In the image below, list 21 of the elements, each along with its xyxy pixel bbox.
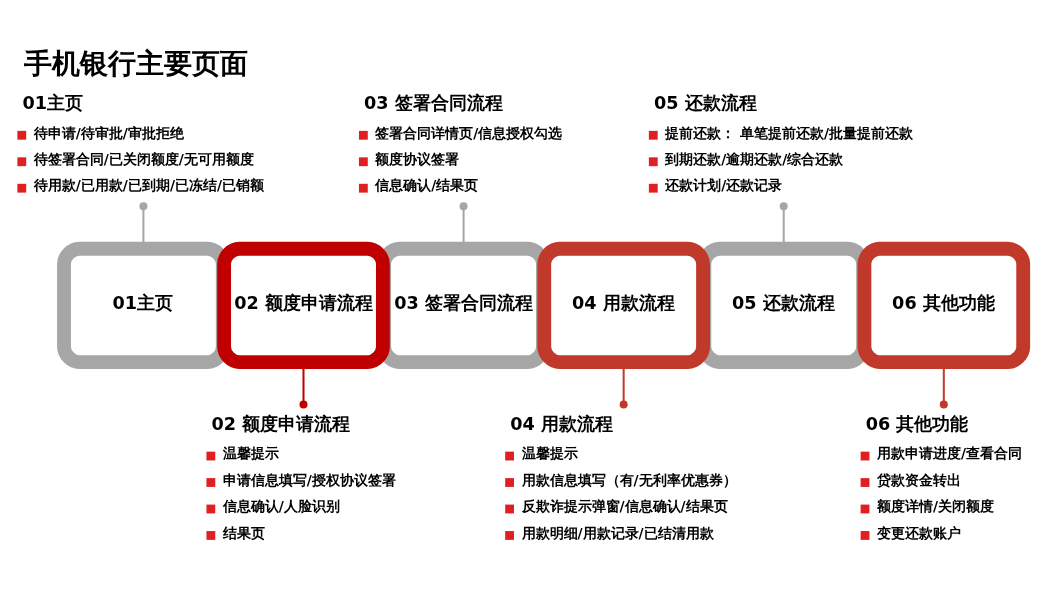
node-box: 06 其他功能 — [857, 241, 1031, 370]
node-label: 信息确认/结果页 — [375, 177, 479, 194]
node-label: 贷款资金转出 — [877, 471, 961, 488]
node-box: 04 用款流程 — [537, 241, 710, 370]
node-label: 06 其他功能 — [865, 413, 969, 434]
node-label: 签署合同详情页/信息授权勾选 — [375, 124, 563, 141]
node-label: 额度详情/关闭额度 — [877, 498, 995, 515]
node-label: 温馨提示 — [222, 445, 279, 462]
node-label: 申请信息填写/授权协议签署 — [222, 471, 396, 488]
node-label: 结果页 — [222, 524, 265, 541]
node-label: 用款申请进度/查看合同 — [877, 445, 1023, 462]
node-text: 04 用款流程 温馨提示 用款信息填写（有/无利率优惠券） 反欺诈提示弹窗/信息确认/结果页 用款明细/用款记录/已结清用款 — [510, 413, 737, 541]
node-box: 02 额度申请流程 — [217, 241, 390, 370]
node-label: 变更还款账户 — [877, 524, 961, 541]
node-label: 额度协议签署 — [375, 151, 460, 168]
node-text: 01主页 待申请/待审批/审批拒绝 待签署合同/已关闭额度/无可用额度 待用款/已用款/已到期/已冻结/已销额 — [22, 93, 265, 194]
node-label: 03 签署合同流程 — [364, 93, 503, 114]
node-label: 02 额度申请流程 — [211, 413, 351, 434]
node-text: 05 还款流程 提前还款： 单笔提前还款/批量提前还款 到期还款/逾期还款/综合还款 还款计划/还款记录 — [653, 93, 914, 194]
diagram-title: 手机银行主要页面 — [23, 47, 248, 81]
node-label: 信息确认/人脸识别 — [222, 498, 340, 515]
